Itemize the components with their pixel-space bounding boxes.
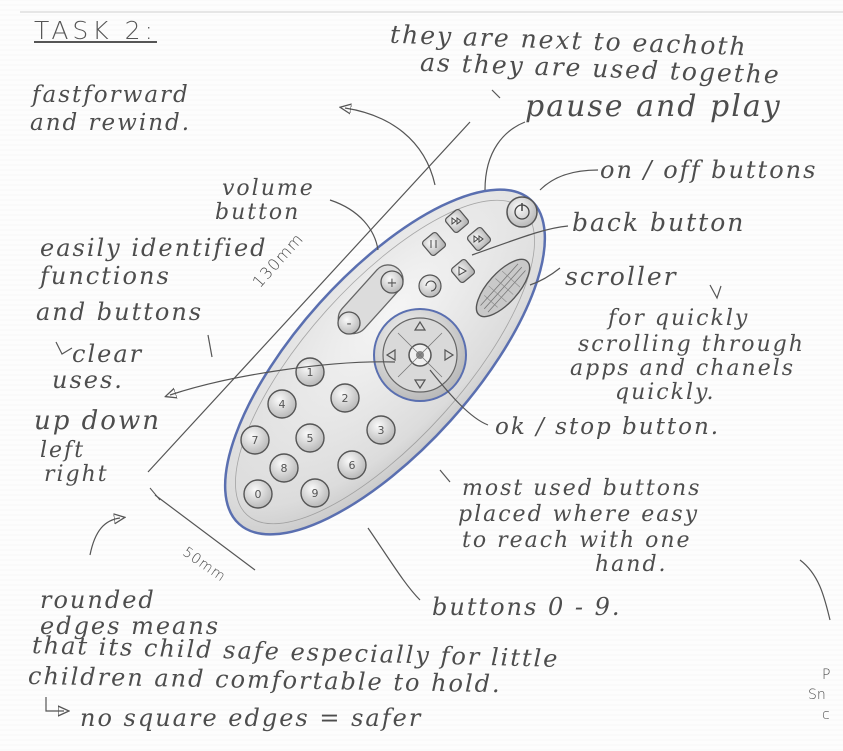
power-button [507,197,537,227]
scroller-note-line2: scrolling through [578,334,805,356]
volume-plus-label: + [387,276,398,291]
fastforward-label-line2: and rewind. [30,112,191,135]
no-square-edges-label: no square edges = safer [80,706,422,730]
number-label: 3 [378,424,385,437]
volume-minus-label: - [346,316,351,332]
directions-line2: left [40,440,85,462]
clear-bullet [56,342,72,354]
no-square-bullet [46,697,64,711]
number-label: 1 [307,366,314,379]
volume-label-line2: button [215,202,300,224]
most-used-line3: to reach with one [462,530,692,552]
easily-identified-line1: easily identified [40,236,268,260]
most-used-line4: hand. [595,554,668,576]
scroller-label: scroller [565,264,678,289]
volume-label-line1: volume [222,178,315,200]
clear-uses-line2: uses. [52,368,124,392]
pause-play-label: pause and play [525,92,782,122]
scroller-note-line4: quickly. [615,382,715,404]
scroller-down-arrow [710,285,721,298]
margin-fragment-p: P [822,668,830,682]
directions-line1: up down [34,408,161,434]
margin-curve [800,560,830,620]
margin-fragment-c: c [822,708,830,722]
ok-stop-label: ok / stop button. [495,416,720,439]
number-label: 8 [281,462,288,475]
volume-line [330,200,378,250]
most-used-line2: placed where easy [458,504,699,526]
on-off-line [540,170,598,190]
scroller-note-line1: for quickly [608,308,749,330]
pause-play-bullet [492,90,500,98]
ok-nav-pad [374,309,466,401]
on-off-label: on / off buttons [600,158,817,182]
number-label: 7 [252,434,259,447]
fastforward-arrow [345,108,435,185]
pause-play-line [485,122,525,190]
buttons-09-line [368,528,420,600]
easily-tick [208,335,212,357]
most-used-line1: most used buttons [462,478,701,500]
easily-identified-line2: functions [40,264,171,288]
number-label: 2 [342,392,349,405]
number-label: 0 [255,488,262,501]
scroller-note-line3: apps and chanels [570,358,795,380]
fastforward-label-line1: fastforward [32,84,190,107]
rounded-arrow [90,518,120,555]
buttons-0-9-label: buttons 0 - 9. [432,595,622,619]
directions-line3: right [44,464,109,486]
easily-identified-line3: and buttons [36,300,203,324]
number-label: 9 [312,487,319,500]
number-label: 6 [349,459,356,472]
back-button-label: back button [572,210,745,235]
number-label: 4 [279,398,286,411]
page-title: TASK 2: [34,18,157,43]
rounded-line1: rounded [40,588,156,612]
most-used-tick [440,470,450,482]
margin-fragment-sn: Sn [808,688,826,702]
number-label: 5 [307,432,314,445]
back-button [419,275,441,297]
clear-uses-line1: clear [72,342,143,366]
